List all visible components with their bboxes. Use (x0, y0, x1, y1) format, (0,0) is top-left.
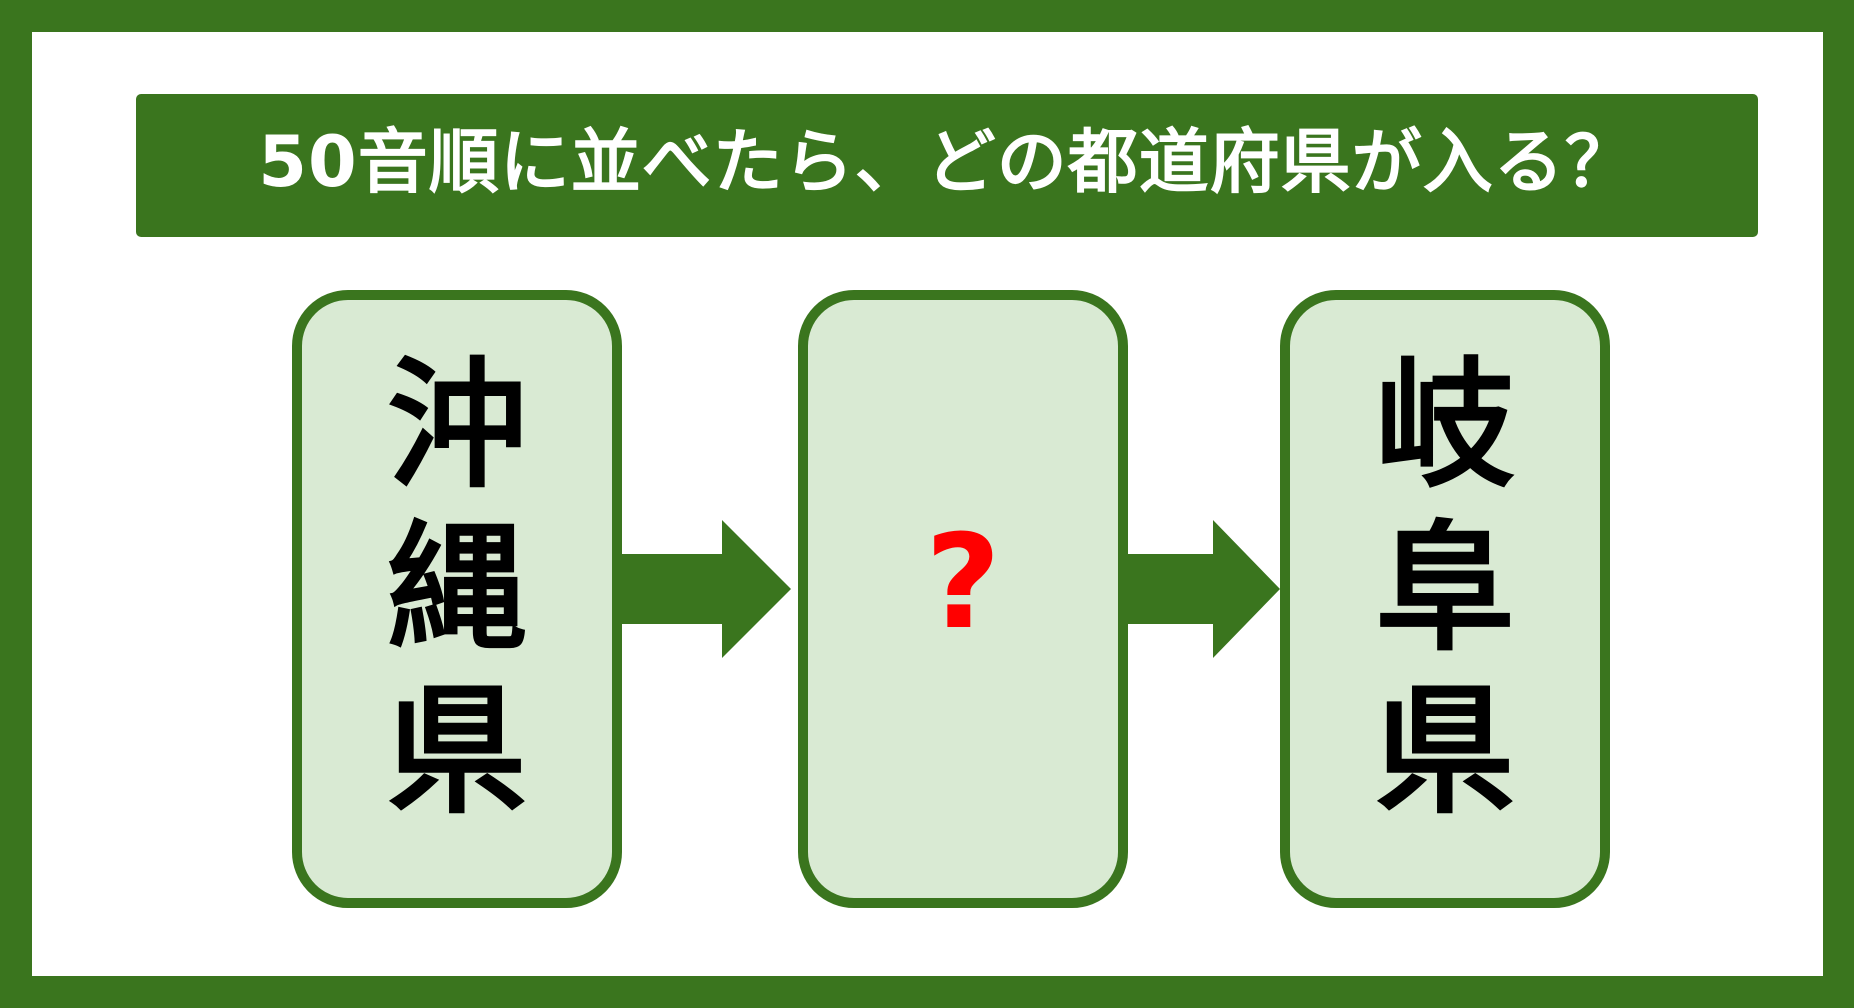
unknown-prefecture-card: ? (798, 290, 1128, 908)
prefecture-card-okinawa: 沖 縄 県 (292, 290, 622, 908)
prefecture-char: 縄 (386, 508, 527, 671)
prefecture-char: 岐 (1374, 345, 1515, 508)
vertical-prefecture-name: 岐 阜 県 (1290, 352, 1600, 841)
right-arrow-icon (1125, 520, 1281, 658)
vertical-prefecture-name: 沖 縄 県 (302, 352, 612, 841)
quiz-title: 50音順に並べたら、どの都道府県が入る？ (258, 120, 1636, 203)
prefecture-char: 県 (1374, 671, 1515, 834)
prefecture-char: 県 (386, 671, 527, 834)
prefecture-char: 阜 (1374, 508, 1515, 671)
right-arrow-icon (620, 520, 792, 658)
prefecture-char: 沖 (386, 345, 527, 508)
title-banner: 50音順に並べたら、どの都道府県が入る？ (136, 94, 1758, 237)
question-mark-icon: ? (925, 506, 1001, 658)
prefecture-card-gifu: 岐 阜 県 (1280, 290, 1610, 908)
